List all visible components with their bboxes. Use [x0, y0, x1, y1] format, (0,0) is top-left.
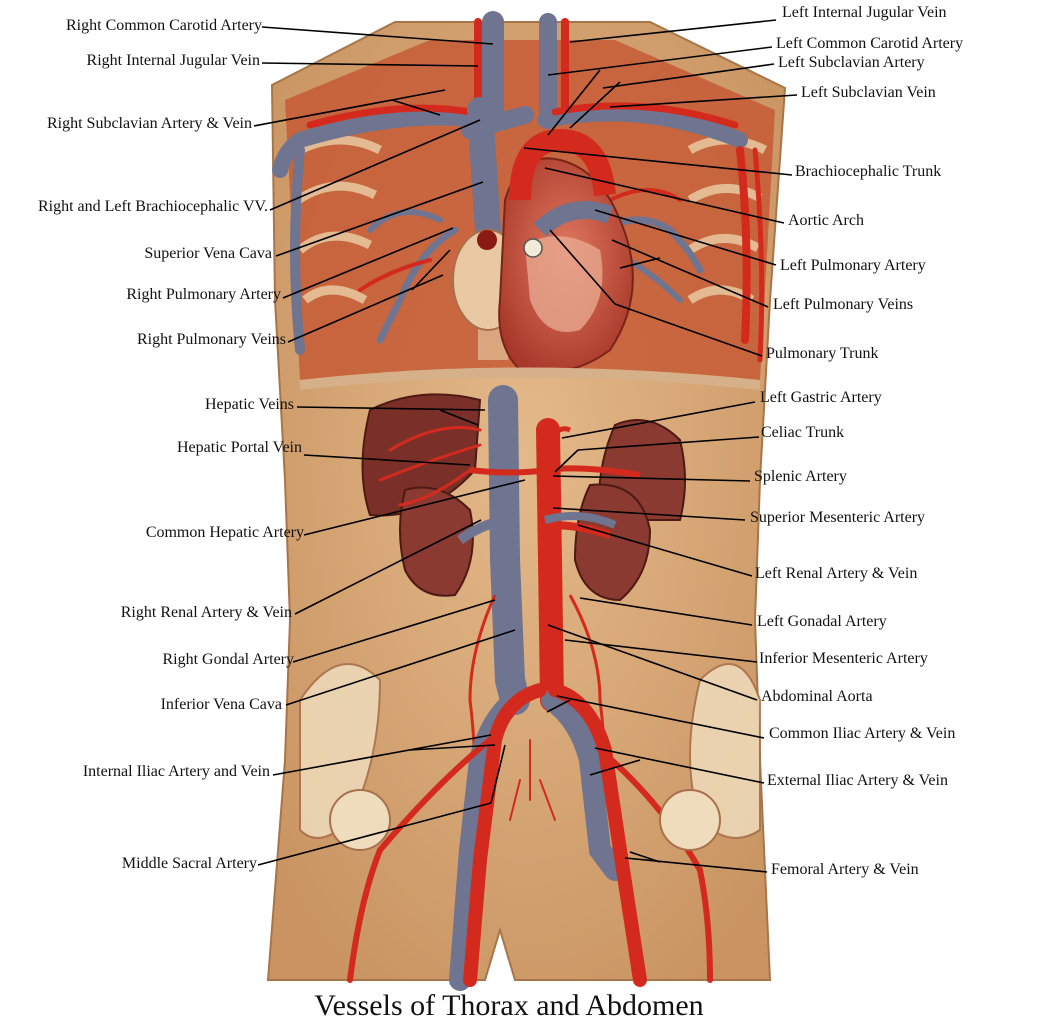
label-aortic-arch: Aortic Arch	[788, 212, 864, 229]
label-internal-iliac-artery-vein: Internal Iliac Artery and Vein	[82, 763, 270, 780]
leader-lines	[253, 19, 798, 873]
inferior-vena-cava	[488, 385, 530, 715]
label-common-iliac-artery-vein: Common Iliac Artery & Vein	[769, 725, 956, 742]
label-inferior-vena-cava: Inferior Vena Cava	[160, 696, 282, 713]
label-right-renal-artery-vein: Right Renal Artery & Vein	[120, 604, 292, 621]
label-left-gonadal-artery: Left Gonadal Artery	[757, 613, 887, 630]
pelvis-bones	[299, 663, 761, 851]
celiac-branches	[547, 465, 641, 478]
label-left-subclavian-vein: Left Subclavian Vein	[801, 84, 936, 101]
label-left-pulmonary-veins: Left Pulmonary Veins	[773, 296, 914, 313]
liver-vessels	[378, 426, 482, 507]
brachiocephalic-veins	[461, 106, 534, 139]
label-left-pulmonary-artery: Left Pulmonary Artery	[780, 257, 926, 274]
label-femoral-artery-vein: Femoral Artery & Vein	[771, 861, 919, 878]
label-inferior-mesenteric-artery: Inferior Mesenteric Artery	[759, 650, 928, 667]
label-right-pulmonary-veins: Right Pulmonary Veins	[136, 331, 286, 348]
abdominal-aorta	[536, 418, 564, 712]
label-superior-mesenteric-artery: Superior Mesenteric Artery	[750, 509, 926, 526]
neck-vessels	[272, 11, 765, 363]
label-left-common-carotid-artery: Left Common Carotid Artery	[776, 35, 964, 52]
label-celiac-trunk: Celiac Trunk	[761, 424, 845, 441]
label-right-common-carotid-artery: Right Common Carotid Artery	[66, 17, 262, 34]
label-right-internal-jugular-vein: Right Internal Jugular Vein	[86, 52, 260, 69]
label-hepatic-portal-vein: Hepatic Portal Vein	[176, 439, 302, 456]
label-left-subclavian-artery: Left Subclavian Artery	[778, 54, 925, 71]
label-hepatic-veins: Hepatic Veins	[204, 396, 294, 413]
label-external-iliac-artery-vein: External Iliac Artery & Vein	[767, 772, 948, 789]
label-right-pulmonary-artery: Right Pulmonary Artery	[126, 286, 281, 303]
label-abdominal-aorta: Abdominal Aorta	[761, 688, 873, 705]
label-splenic-artery: Splenic Artery	[754, 468, 847, 485]
label-left-renal-artery-vein: Left Renal Artery & Vein	[755, 565, 918, 582]
label-superior-vena-cava: Superior Vena Cava	[144, 245, 272, 262]
diagram-title: Vessels of Thorax and Abdomen	[314, 989, 704, 1022]
label-left-gastric-artery: Left Gastric Artery	[760, 389, 882, 406]
diaphragm	[299, 367, 761, 390]
label-right-subclavian-artery-vein: Right Subclavian Artery & Vein	[46, 115, 252, 132]
label-left-internal-jugular-vein: Left Internal Jugular Vein	[782, 4, 947, 21]
label-pulmonary-trunk: Pulmonary Trunk	[766, 345, 879, 362]
label-brachiocephalic-trunk: Brachiocephalic Trunk	[795, 163, 942, 180]
label-middle-sacral-artery: Middle Sacral Artery	[121, 855, 257, 872]
label-right-gondal-artery: Right Gondal Artery	[162, 651, 294, 668]
renal-vessels	[457, 515, 507, 545]
label-common-hepatic-artery: Common Hepatic Artery	[145, 524, 304, 541]
label-right-left-brachiocephalic-vv: Right and Left Brachiocephalic VV.	[37, 198, 268, 215]
aortic-arch	[509, 128, 616, 201]
